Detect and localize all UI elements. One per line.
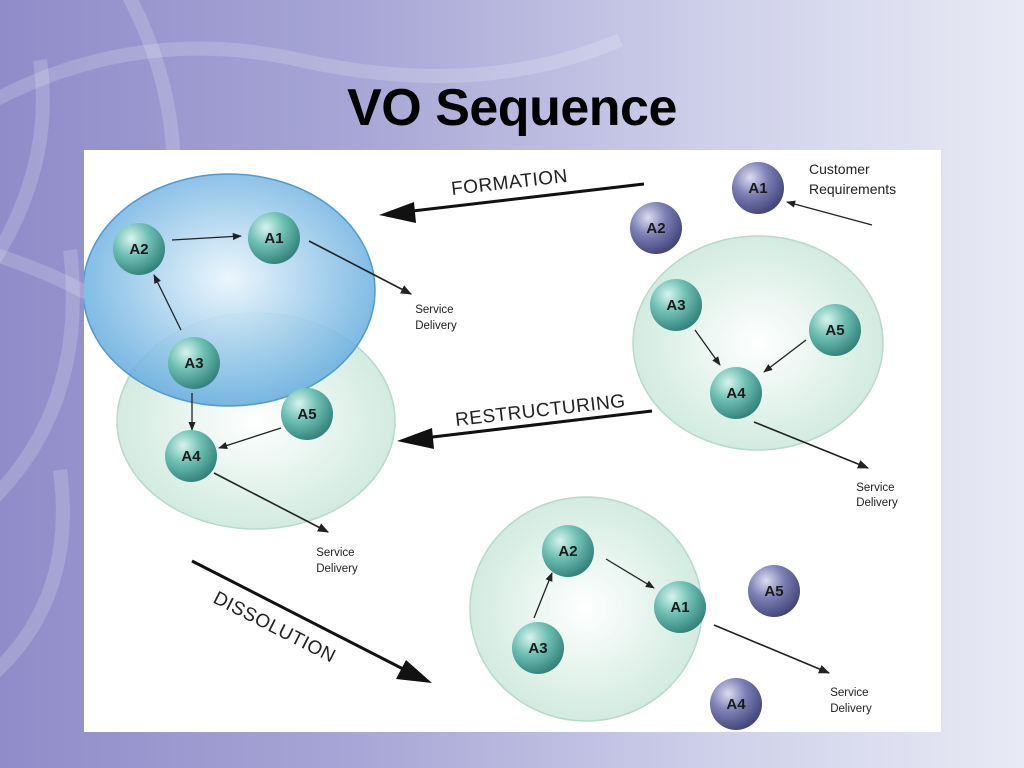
node-a2-left: A2 (113, 223, 165, 275)
service-delivery-line2: Delivery (316, 563, 358, 575)
arrow-customer-req-to-a1 (786, 200, 873, 226)
service-delivery-line1: Service (830, 687, 868, 699)
node-a2-left-label: A2 (129, 241, 148, 258)
arrow-a4-service-delivery-left (213, 472, 329, 533)
node-a5-left-label: A5 (297, 406, 316, 423)
service-delivery-label-left: Service Delivery (316, 547, 358, 575)
vo-sequence-diagram: FORMATION RESTRUCTURING DISSOLUTION Cust… (84, 161, 898, 730)
service-delivery-label-right: Service Delivery (856, 482, 898, 509)
node-a3-bottom: A3 (512, 622, 564, 674)
customer-requirements-label: Customer Requirements (809, 161, 896, 197)
arrow-a5-to-a4-right (763, 339, 807, 373)
node-a5-left: A5 (281, 388, 333, 440)
slide-title: VO Sequence (347, 79, 677, 137)
node-a3-left: A3 (168, 337, 220, 389)
formation-arrow (379, 182, 645, 223)
node-a5-right-label: A5 (825, 322, 844, 339)
node-a4-right: A4 (710, 367, 762, 419)
arrow-a1-service-delivery-top (308, 240, 412, 295)
node-a3-right-label: A3 (666, 297, 685, 314)
arrow-a1-service-delivery-bottom (713, 624, 831, 674)
node-a1-right-idle: A1 (732, 162, 784, 214)
node-a1-bottom-label: A1 (670, 599, 689, 616)
arrow-a4-service-delivery-right (753, 421, 870, 469)
node-a2-bottom: A2 (542, 525, 594, 577)
node-a5-bottom-label: A5 (764, 583, 783, 600)
service-delivery-label-top: Service Delivery (415, 304, 457, 332)
diagram-panel: FORMATION RESTRUCTURING DISSOLUTION Cust… (84, 150, 941, 732)
node-a2-right-label: A2 (646, 220, 665, 237)
node-a2-bottom-label: A2 (558, 543, 577, 560)
arrow-a3-to-a4-right (694, 329, 721, 366)
service-delivery-label-bottom: Service Delivery (830, 687, 872, 715)
node-a4-bottom-label: A4 (726, 696, 746, 713)
arrow-a2-to-a1-bottom (605, 558, 655, 589)
node-a3-right: A3 (650, 279, 702, 331)
node-a4-right-label: A4 (726, 385, 746, 402)
node-a5-bottom-idle: A5 (748, 565, 800, 617)
node-a4-left-label: A4 (181, 448, 201, 465)
node-a3-bottom-label: A3 (528, 640, 547, 657)
restructuring-arrow (397, 409, 653, 449)
node-a4-bottom-idle: A4 (710, 678, 762, 730)
formed-vo-cluster (84, 173, 376, 407)
node-a5-right: A5 (809, 304, 861, 356)
node-a4-left: A4 (165, 430, 217, 482)
service-delivery-line2: Delivery (830, 703, 872, 715)
service-delivery-line1: Service (316, 547, 354, 559)
node-a1-bottom: A1 (654, 581, 706, 633)
node-a1-right-label: A1 (748, 180, 767, 197)
arrow-a3-to-a2-left (153, 274, 182, 331)
arrow-a3-to-a2-bottom (533, 572, 553, 619)
customer-requirements-line2: Requirements (809, 181, 896, 197)
service-delivery-line1: Service (856, 482, 894, 494)
dissolution-arrow (191, 559, 432, 683)
service-delivery-line2: Delivery (856, 497, 898, 509)
service-delivery-line2: Delivery (415, 320, 457, 332)
node-a3-left-label: A3 (184, 355, 203, 372)
customer-requirements-line1: Customer (809, 161, 870, 177)
arrow-a2-to-a1-left (171, 232, 242, 241)
node-a1-left-label: A1 (264, 230, 283, 247)
service-delivery-line1: Service (415, 304, 453, 316)
node-a2-right-idle: A2 (630, 202, 682, 254)
node-a1-left: A1 (248, 212, 300, 264)
arrow-a5-to-a4-left (218, 427, 282, 449)
